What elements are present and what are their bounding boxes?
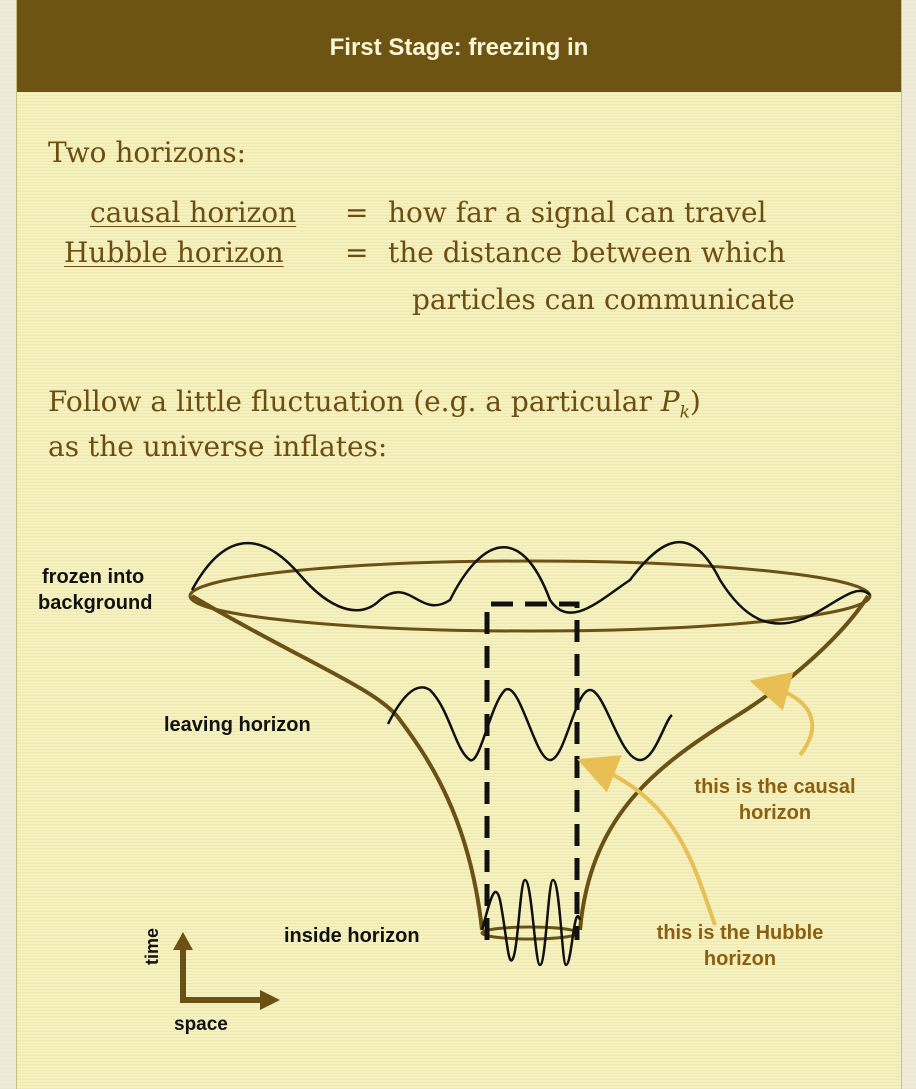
leaving-horizon-label: leaving horizon (164, 714, 311, 736)
causal-horizon-label-line2: horizon (738, 802, 812, 824)
hubble-horizon-arrow (577, 755, 717, 926)
time-axis-arrowhead (173, 932, 193, 950)
inside-horizon-wave (480, 878, 582, 967)
follow-text-before: Follow a little fluctuation (e.g. a part… (48, 385, 661, 418)
bottom-ellipse (480, 925, 580, 941)
space-axis-arrowhead (260, 990, 280, 1010)
follow-fluctuation-line2: as the universe inflates: (48, 430, 388, 463)
frozen-label-line1: frozen into (42, 566, 145, 588)
causal-horizon-term: causal horizon (90, 196, 297, 229)
follow-fluctuation-line1: Follow a little fluctuation (e.g. a part… (48, 385, 701, 423)
slide-title: First Stage: freezing in (17, 0, 901, 92)
hubble-horizon-definition-line2: particles can communicate (412, 283, 795, 316)
causal-horizon-equals: = (345, 196, 369, 229)
two-horizons-heading: Two horizons: (48, 136, 247, 169)
time-axis-label: time (142, 927, 162, 965)
slide-card: First Stage: freezing in (16, 0, 902, 1089)
hubble-horizon-equals: = (345, 236, 369, 269)
hubble-horizon-definition-line1: the distance between which (388, 236, 786, 269)
p-k-symbol: P (660, 385, 680, 418)
funnel-left-side (190, 594, 484, 931)
top-ellipse (188, 559, 872, 633)
funnel-right-side (578, 594, 870, 931)
hubble-horizon-label-line2: horizon (703, 948, 777, 970)
frozen-label-line2: background (38, 592, 153, 614)
hubble-horizon-label-line1: this is the Hubble (656, 922, 824, 944)
follow-text-after: ) (689, 385, 701, 418)
causal-horizon-definition: how far a signal can travel (388, 196, 767, 229)
hubble-horizon-dashed-box (484, 601, 580, 940)
space-axis-label: space (174, 1014, 228, 1035)
causal-horizon-label-line1: this is the causal (694, 776, 856, 798)
inside-horizon-label: inside horizon (284, 925, 420, 947)
hubble-horizon-term: Hubble horizon (64, 236, 284, 269)
frozen-wave (190, 540, 871, 625)
causal-horizon-arrow (749, 672, 815, 757)
leaving-horizon-wave (386, 686, 673, 762)
p-k-subscript: k (679, 402, 690, 423)
